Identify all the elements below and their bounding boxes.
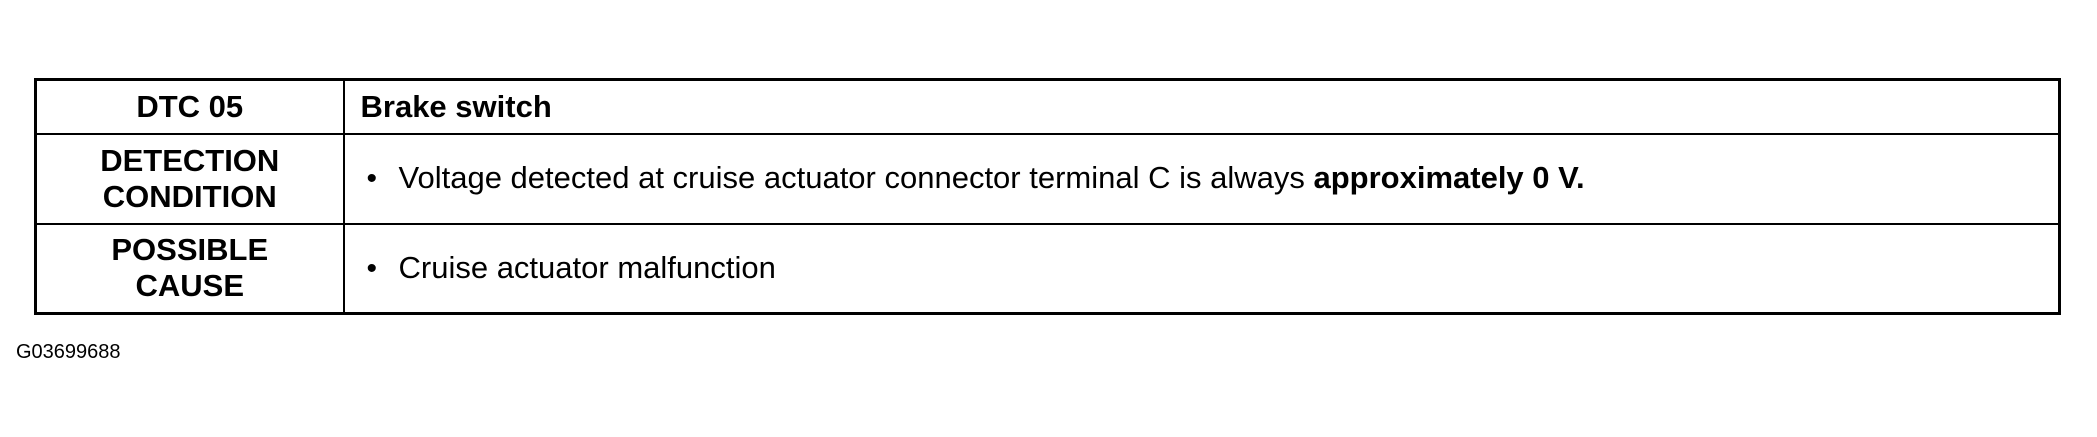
dtc-title-cell: Brake switch [342,78,2061,135]
dtc-code-cell: DTC 05 [34,78,345,135]
cause-label-cell: POSSIBLE CAUSE [34,222,345,315]
table-row-header: DTC 05 Brake switch [34,78,2061,135]
table-row-detection: DETECTION CONDITION • Voltage detected at… [34,132,2061,225]
detection-text-prefix: Voltage detected at cruise actuator conn… [398,160,1314,195]
bullet-icon: • [366,162,378,195]
cause-text: Cruise actuator malfunction [398,249,776,285]
dtc-title: Brake switch [360,88,552,124]
detection-label-line2: CONDITION [102,178,277,214]
detection-value-cell: • Voltage detected at cruise actuator con… [342,132,2061,225]
detection-label-line1: DETECTION [100,142,280,178]
figure-code: G03699688 [16,341,121,363]
cause-label-line2: CAUSE [135,268,244,304]
detection-text-suffix: . [1575,160,1585,195]
cause-label-line1: POSSIBLE [111,232,269,268]
detection-text-bold: approximately 0 V [1313,160,1576,195]
dtc-table: DTC 05 Brake switch DETECTION CONDITION … [34,78,2061,315]
dtc-code: DTC 05 [136,88,244,124]
detection-label-cell: DETECTION CONDITION [34,132,345,225]
cause-value-cell: • Cruise actuator malfunction [342,222,2061,315]
bullet-icon: • [366,251,378,285]
table-row-cause: POSSIBLE CAUSE • Cruise actuator malfunct… [34,222,2061,315]
